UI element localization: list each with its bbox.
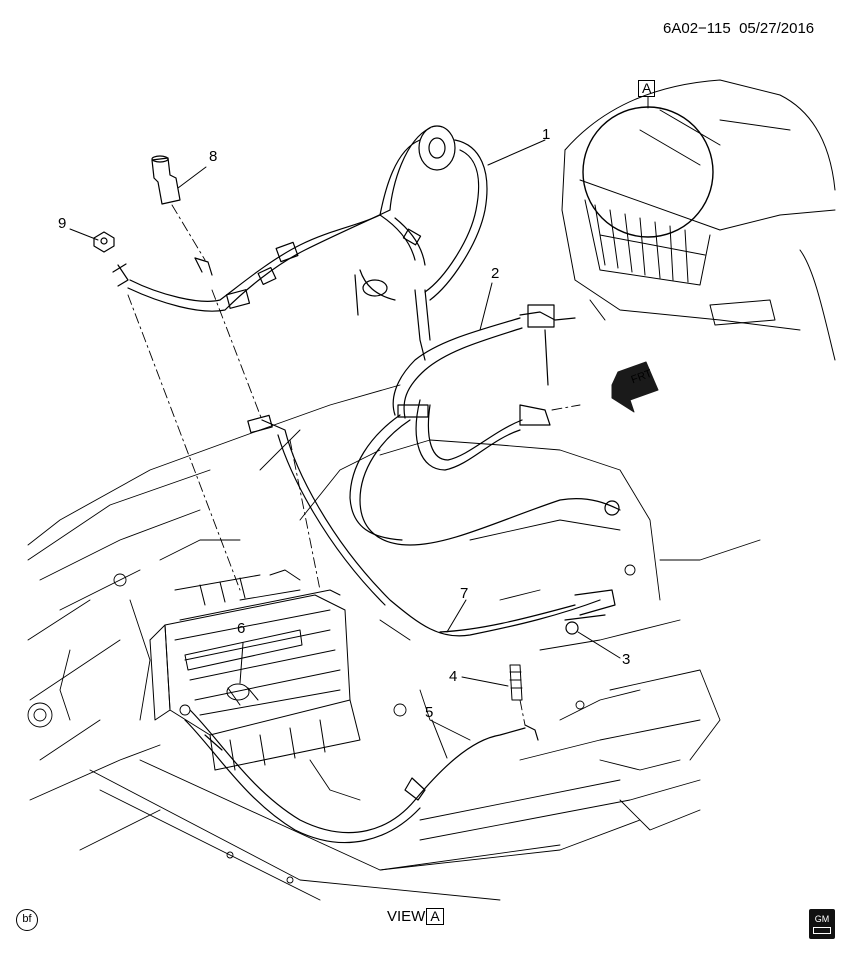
gm-logo-text: GM	[814, 913, 830, 924]
stud-4	[509, 664, 523, 701]
diagram-date: 05/27/2016	[739, 20, 815, 37]
gm-logo: GM	[809, 909, 835, 939]
callout-3: 3	[622, 651, 631, 668]
callout-9: 9	[58, 215, 67, 232]
callout-7: 7	[460, 585, 469, 602]
callout-2: 2	[491, 265, 500, 282]
part-9-nut	[93, 231, 115, 253]
callout-8: 8	[209, 148, 218, 165]
alignment-lines	[127, 204, 581, 726]
front-direction-arrow	[611, 361, 659, 413]
cable-7	[247, 414, 616, 637]
view-a-box-label: A	[638, 80, 656, 97]
callout-1: 1	[542, 126, 551, 143]
harness-cable-1	[112, 125, 488, 361]
engine-bay-outline	[27, 384, 761, 901]
view-word: VIEW	[387, 908, 426, 925]
bushing-6	[226, 683, 259, 706]
gm-logo-bar	[813, 926, 831, 934]
callout-4: 4	[449, 668, 458, 685]
diagram-id: 6A02−115	[663, 20, 731, 37]
harness-cable-2	[349, 304, 621, 546]
leader-lines	[69, 139, 621, 759]
view-a-car-detail	[561, 79, 836, 361]
cable-5	[184, 709, 539, 844]
callout-6: 6	[237, 620, 246, 637]
electrical-box	[149, 569, 361, 771]
part-8-plug	[151, 155, 181, 205]
view-letter-box: A	[426, 908, 444, 925]
revision-mark: bf	[16, 909, 38, 931]
callout-5: 5	[425, 704, 434, 721]
diagram-header: 6A02−115 05/27/2016	[663, 20, 814, 37]
